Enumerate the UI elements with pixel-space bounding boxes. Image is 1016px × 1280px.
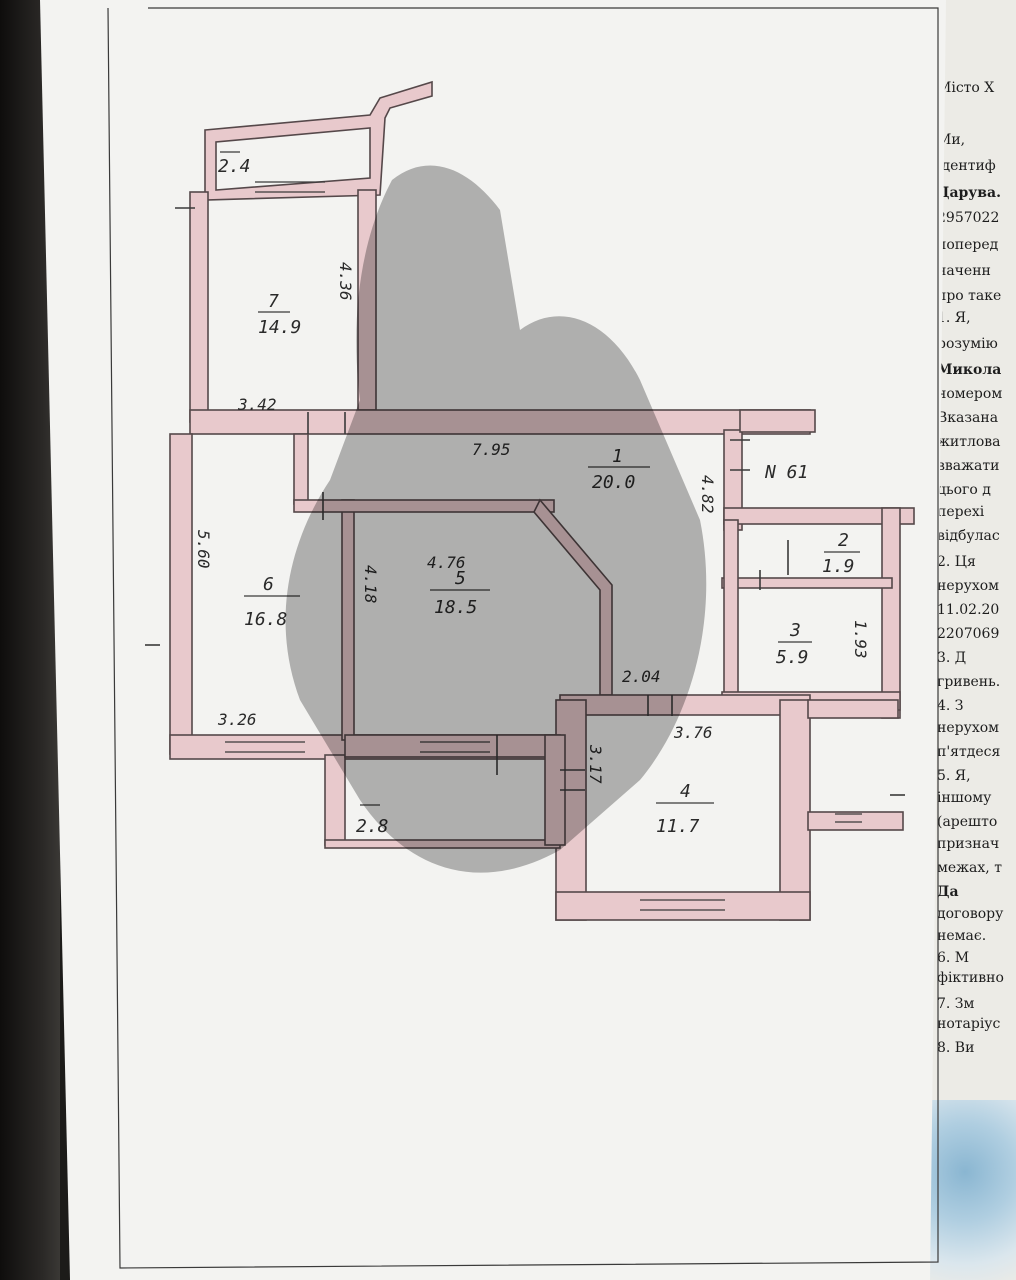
dimension-labels: 4.36 3.42 7.95 4.82 5.60 3.26 4.18 4.76 …	[194, 262, 870, 784]
contract-text-line: п'ятдеся	[937, 744, 1001, 760]
drawing-border	[107, 7, 939, 1269]
room-2-number: 2	[838, 530, 849, 551]
walls	[169, 80, 915, 921]
document-ornament	[925, 1100, 1016, 1280]
dim-room5-height: 4.18	[361, 565, 380, 604]
room-3-number: 3	[789, 620, 801, 641]
contract-text-line: договору	[937, 906, 1004, 922]
contract-text-line: відбулас	[937, 528, 1000, 544]
room-3-area: 5.9	[776, 647, 809, 668]
contract-text-line: 8. Ви	[937, 1040, 975, 1056]
room-labels: 7 14.9 1 20.0 2 1.9 3 5.9 4 11.7 5 18.5 …	[218, 151, 860, 837]
contract-text-line: 1. Я,	[937, 310, 971, 326]
contract-text-line: нотаріус	[937, 1016, 1001, 1032]
contract-text-line: 7. Зм	[937, 996, 975, 1012]
contract-text-line: Вказана	[937, 410, 999, 426]
dim-room6-width: 3.26	[217, 710, 257, 729]
dim-room1-height: 4.82	[698, 475, 717, 514]
room-7-number: 7	[268, 291, 279, 312]
balcony-bottom-area: 2.8	[356, 816, 389, 837]
doors	[145, 207, 905, 796]
dim-room7-height: 4.36	[336, 262, 355, 301]
contract-text-line: признач	[937, 836, 1000, 852]
contract-text-line: 2957022	[937, 210, 1000, 226]
contract-text-line: ідентиф	[937, 158, 996, 174]
room-2-area: 1.9	[822, 556, 855, 577]
dim-room7-width: 3.42	[237, 395, 277, 414]
room-5-number: 5	[455, 568, 466, 589]
hand-shadow	[285, 165, 707, 873]
dim-room3-height: 1.93	[851, 620, 870, 659]
room-4-area: 11.7	[656, 816, 700, 837]
contract-text-line: наченн	[937, 263, 991, 279]
dim-corridor-length: 7.95	[472, 440, 511, 459]
contract-text-line: перехі	[937, 504, 985, 520]
contract-text-line: житлова	[937, 434, 1001, 450]
contract-text-line: 11.02.20	[937, 602, 1000, 618]
contract-text-line: 5. Я,	[937, 768, 971, 784]
dim-room5-width: 4.76	[427, 553, 466, 572]
contract-text-line: фіктивно	[937, 970, 1004, 986]
room-5-area: 18.5	[434, 597, 477, 618]
contract-text-line: розумію	[937, 336, 998, 352]
contract-text-line: 6. М	[937, 950, 970, 966]
contract-text-line: Місто Х	[937, 80, 995, 96]
dim-opening-width: 2.04	[622, 667, 661, 686]
contract-text-line: Да	[937, 884, 959, 900]
contract-text-line: іншому	[937, 790, 992, 806]
room-1-area: 20.0	[592, 472, 635, 493]
room-4-number: 4	[680, 781, 691, 802]
contract-text-line: гривень.	[937, 674, 1001, 690]
contract-text-line: 4. З	[937, 698, 964, 714]
contract-text-line: вважати	[937, 458, 1000, 474]
contract-text-line: цього д	[937, 482, 991, 498]
contract-text-line: 2207069	[937, 626, 1000, 642]
contract-text-line: поперед	[937, 237, 999, 253]
contract-text-line: Микола	[937, 362, 1002, 378]
contract-text-line: (арешто	[937, 814, 998, 830]
dim-room4-width: 3.76	[673, 723, 713, 742]
room-6-area: 16.8	[244, 609, 287, 630]
apartment-number: N 61	[764, 462, 808, 483]
dim-room4-height: 3.17	[586, 744, 605, 784]
contract-text-line: 2. Ця	[937, 554, 976, 570]
room-7-area: 14.9	[258, 317, 301, 338]
balcony-top-area: 2.4	[218, 156, 251, 177]
room-1-number: 1	[612, 446, 623, 467]
contract-text-line: номером	[937, 386, 1003, 402]
contract-text-line: немає.	[937, 928, 987, 944]
contract-text-line: про таке	[937, 288, 1002, 304]
windows	[225, 181, 862, 911]
contract-text-line: межах, т	[937, 860, 1002, 876]
contract-text-line: нерухом	[937, 720, 1000, 736]
contract-text-line: Дарува.	[937, 185, 1001, 201]
paper-sheet	[40, 0, 946, 1280]
contract-text-line: 3. Д	[937, 650, 967, 666]
room-6-number: 6	[263, 574, 274, 595]
dim-room6-height: 5.60	[194, 530, 213, 569]
contract-text-line: нерухом	[937, 578, 1000, 594]
